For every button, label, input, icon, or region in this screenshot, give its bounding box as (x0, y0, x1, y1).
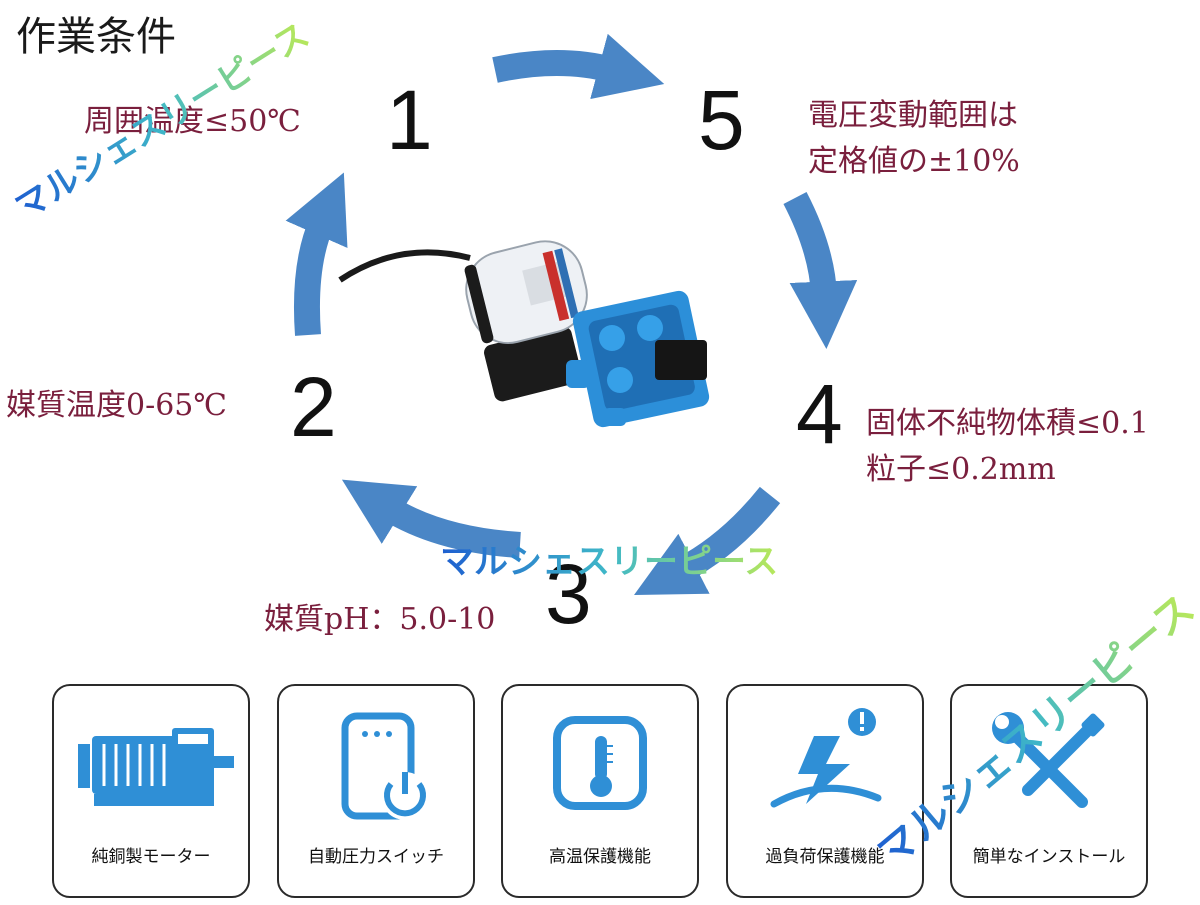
feature-label-easy-install: 簡単なインストール (972, 847, 1126, 867)
thermometer-icon (553, 716, 647, 810)
step-number-5: 5 (698, 73, 745, 167)
feature-card-overload: 過負荷保護機能 (726, 684, 924, 898)
condition-impurity-line2: 粒子≤0.2mm (866, 452, 1056, 487)
step-number-1: 1 (386, 73, 433, 167)
feature-label-high-temp: 高温保護機能 (549, 847, 651, 867)
condition-medium-temp: 媒質温度0-65℃ (6, 388, 227, 423)
pump-image (338, 240, 710, 428)
arrow-3-to-2 (341, 479, 521, 558)
pressure-switch-icon (341, 712, 429, 820)
watermark-center: マルシェスリーピース (440, 534, 778, 583)
arrow-1-to-5 (492, 33, 665, 100)
feature-label-overload: 過負荷保護機能 (765, 847, 885, 867)
arrow-2-to-1 (285, 172, 348, 336)
condition-impurity-line1: 固体不純物体積≤0.1 (866, 406, 1149, 441)
motor-icon (78, 728, 234, 806)
wrench-screwdriver-icon (992, 712, 1105, 808)
feature-card-pressure-switch: 自動圧力スイッチ (277, 684, 475, 898)
arrow-5-to-4 (783, 192, 858, 350)
cycle-diagram (285, 33, 858, 595)
step-number-2: 2 (290, 360, 337, 454)
feature-card-motor: 純銅製モーター (52, 684, 250, 898)
feature-card-high-temp: 高温保護機能 (501, 684, 699, 898)
condition-ambient-temp: 周囲温度≤50℃ (84, 100, 301, 144)
condition-voltage-line2: 定格値の±10% (808, 144, 1020, 179)
lightning-alert-icon (770, 708, 882, 808)
arrow-4-to-3 (634, 486, 781, 595)
condition-voltage-line1: 電圧変動範囲は (808, 98, 1018, 133)
condition-ph: 媒質pH：5.0-10 (264, 602, 496, 637)
feature-card-easy-install: 簡単なインストール (950, 684, 1148, 898)
feature-label-pressure-switch: 自動圧力スイッチ (308, 847, 444, 867)
step-number-3: 3 (545, 547, 592, 641)
cycle-arrows (285, 33, 858, 595)
step-number-4: 4 (796, 367, 843, 461)
feature-label-motor: 純銅製モーター (91, 847, 211, 867)
page-title: 作業条件 (16, 14, 176, 60)
